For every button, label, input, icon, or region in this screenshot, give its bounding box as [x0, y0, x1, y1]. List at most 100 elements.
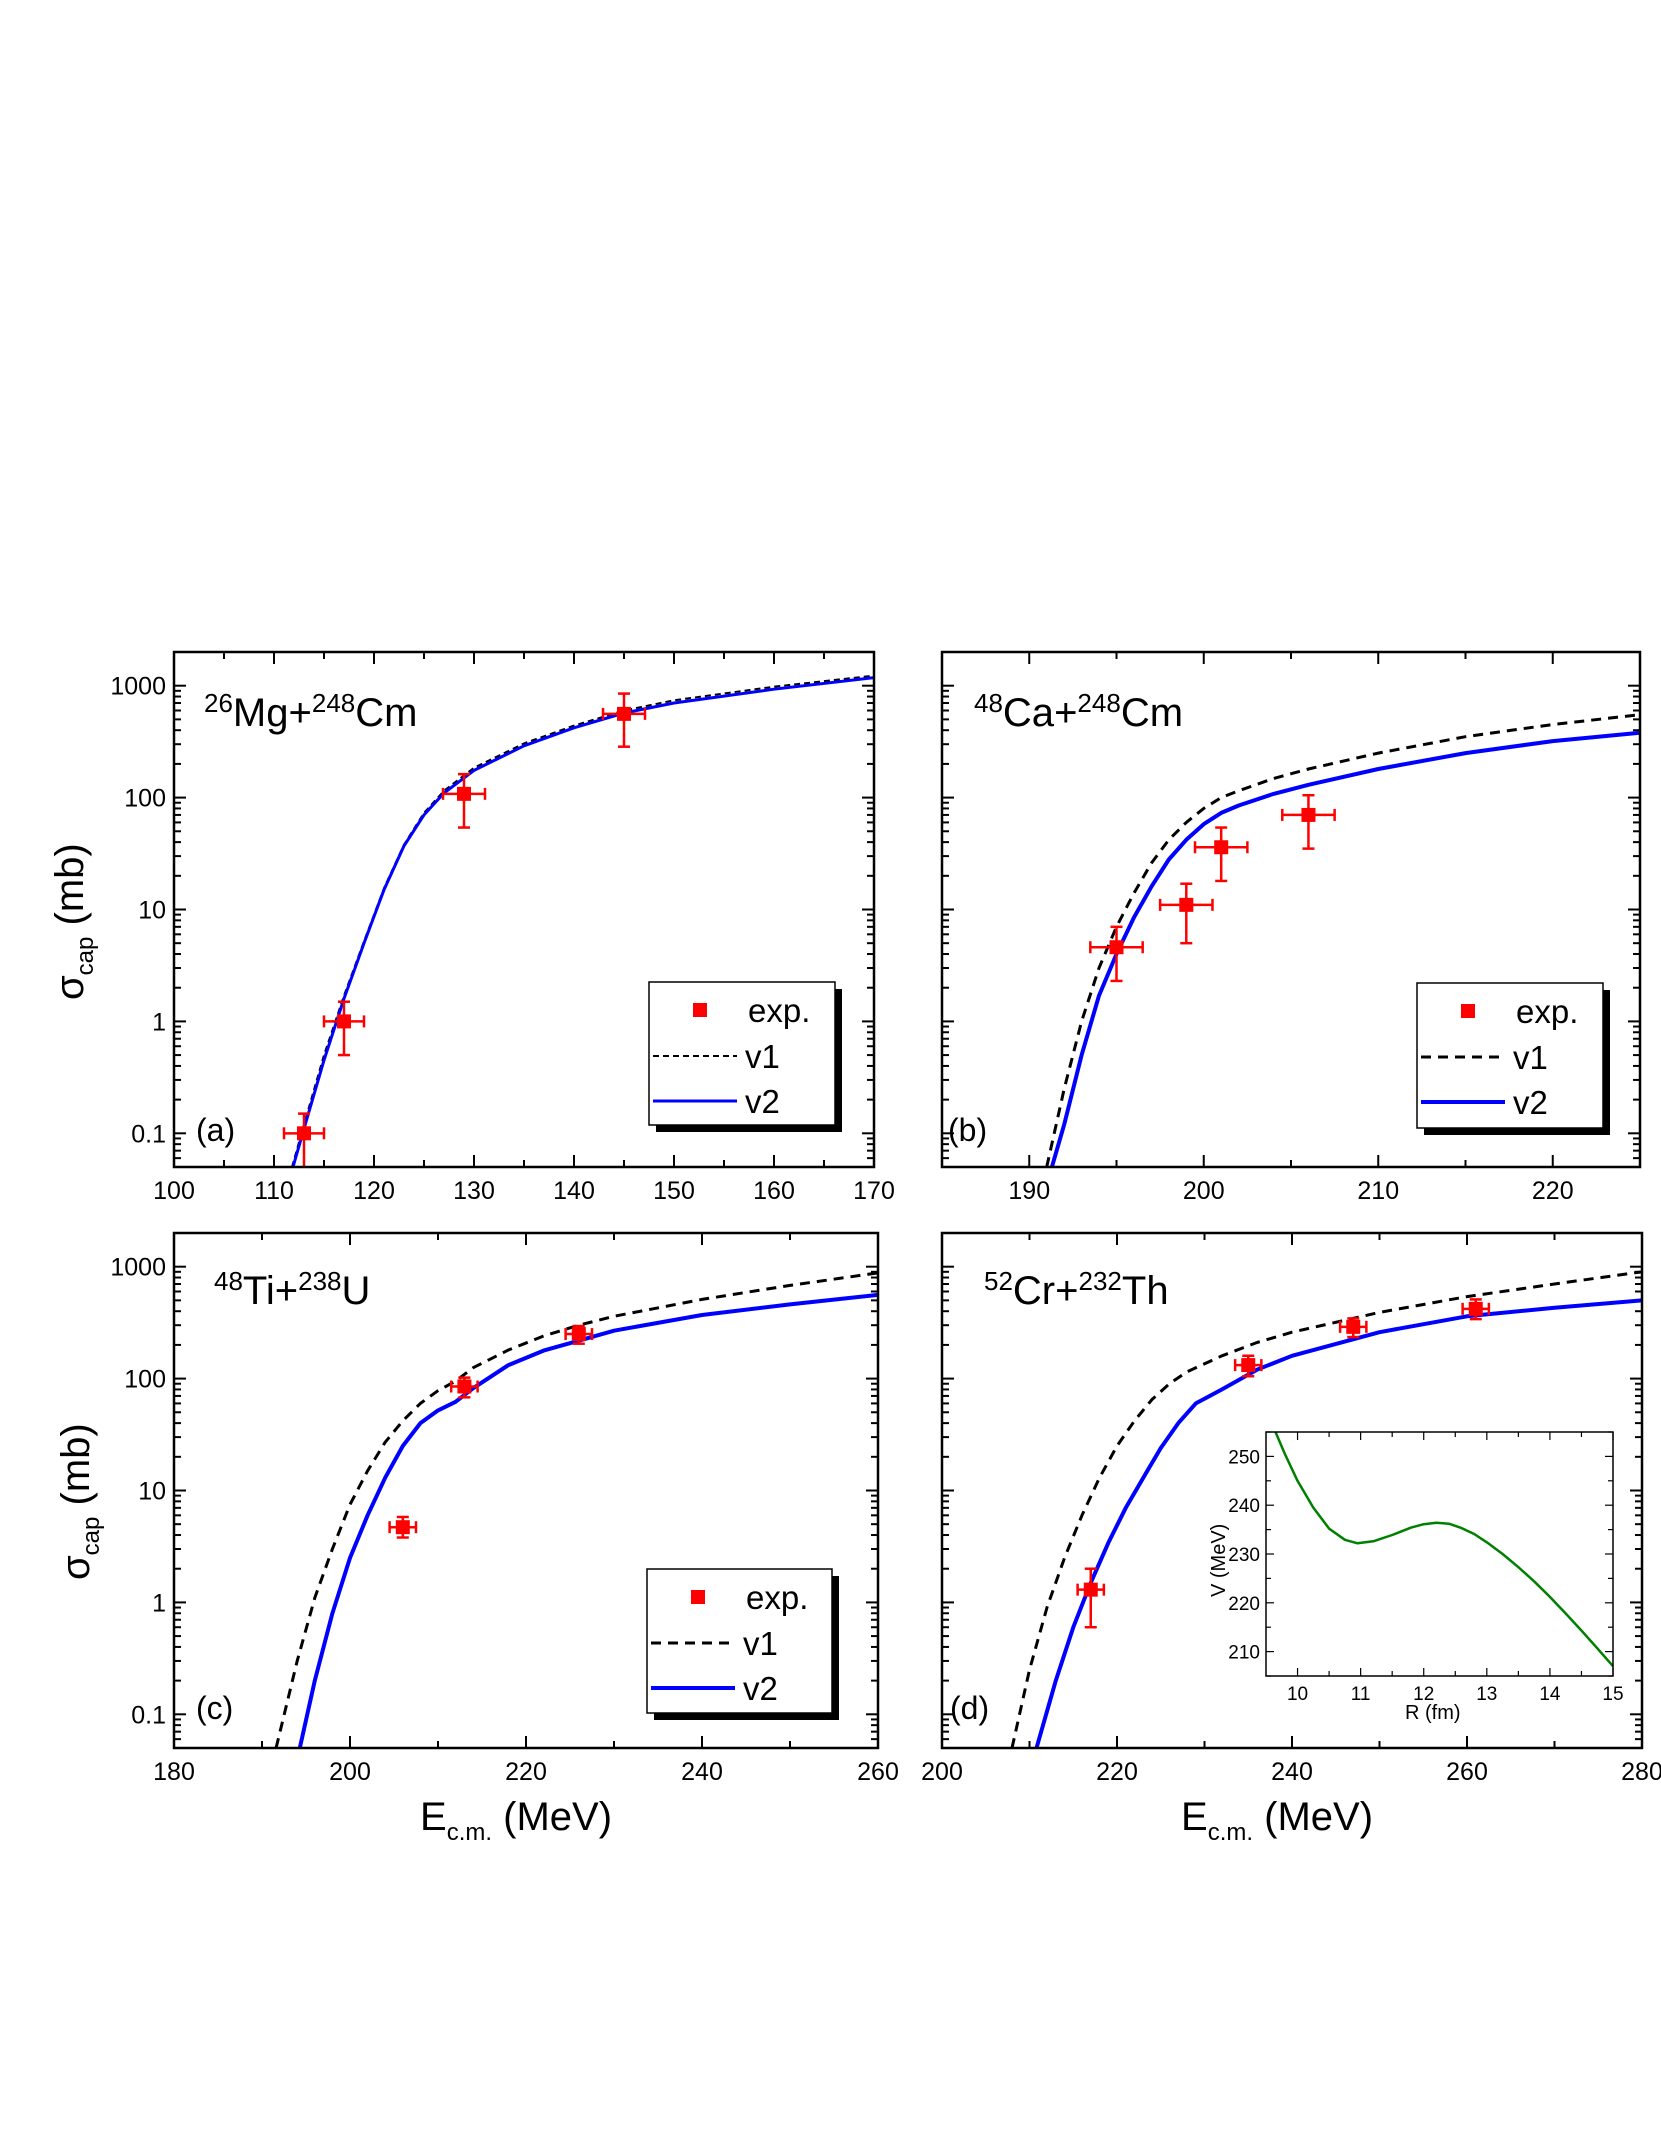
- exp-data-point: [1301, 807, 1316, 822]
- mass-number: 48: [214, 1266, 243, 1296]
- subscript: cap: [72, 936, 99, 976]
- plus-sign: +: [1054, 691, 1078, 735]
- sigma-symbol: σ: [54, 1555, 98, 1580]
- curves: [274, 1271, 878, 1748]
- x-tick-label: 200: [1183, 1177, 1225, 1205]
- target: U: [341, 1269, 371, 1313]
- plot-frame: [940, 650, 1642, 1169]
- x-tick-label: 110: [254, 1177, 294, 1205]
- y-tick-label: 100: [124, 1366, 166, 1394]
- exp-points: [388, 1324, 594, 1539]
- inset-y-tick-label: 220: [1228, 1594, 1260, 1615]
- v2-curve: [1034, 1298, 1642, 1748]
- unit: (mb): [48, 843, 92, 937]
- projectile: Ca: [1002, 691, 1055, 735]
- projectile: Ti: [242, 1269, 275, 1313]
- legend-exp-marker: [691, 1590, 705, 1604]
- target: Cm: [355, 691, 418, 735]
- inset-y-label: V (MeV): [1208, 1523, 1230, 1597]
- v1-curve: [1010, 1270, 1642, 1748]
- x-tick-label: 170: [853, 1177, 895, 1205]
- system-label-b: 48Ca+248Cm: [974, 690, 1183, 733]
- exp-points: [282, 692, 647, 1167]
- y-axis-title-top: σcap (mb): [48, 843, 99, 1000]
- x-tick-label: 120: [353, 1177, 395, 1205]
- mass-number: 248: [311, 688, 356, 718]
- legend-exp-label: exp.: [746, 1579, 808, 1616]
- plus-sign: +: [274, 1269, 299, 1313]
- y-tick-label: 10: [138, 1478, 166, 1506]
- exp-data-point: [297, 1126, 311, 1141]
- y-tick-label: 10: [138, 897, 166, 925]
- energy-symbol: E: [420, 1795, 447, 1839]
- legend-exp-marker: [1461, 1004, 1475, 1018]
- y-tick-label: 1: [152, 1008, 166, 1036]
- subscript: c.m.: [1207, 1819, 1254, 1846]
- x-tick-label: 220: [1096, 1758, 1138, 1786]
- x-tick-label: 210: [1357, 1177, 1399, 1205]
- curves: [1045, 713, 1640, 1167]
- exp-data-point: [1179, 897, 1194, 912]
- energy-symbol: E: [1181, 1795, 1208, 1839]
- system-label-c: 48Ti+238U: [214, 1268, 370, 1311]
- legend: exp. v1 v2: [1416, 982, 1610, 1135]
- mass-number: 232: [1078, 1266, 1122, 1296]
- x-tick-label: 280: [1621, 1758, 1661, 1786]
- mass-number: 248: [1077, 688, 1121, 718]
- panel-letter-b: (b): [948, 1112, 988, 1148]
- inset-x-tick-label: 11: [1351, 1684, 1371, 1705]
- legend-v2-label: v2: [743, 1670, 778, 1707]
- exp-data-point: [457, 786, 471, 801]
- y-axis-title-bottom: σcap (mb): [54, 1423, 105, 1580]
- potential-curve: [1274, 1431, 1614, 1668]
- exp-data-point: [1346, 1319, 1361, 1334]
- inset-y-tick-label: 210: [1228, 1643, 1260, 1664]
- v1-curve: [274, 1271, 878, 1748]
- unit: (MeV): [1253, 1795, 1374, 1839]
- exp-data-point: [571, 1327, 586, 1342]
- exp-data-point: [1214, 840, 1229, 855]
- v2-curve: [291, 676, 874, 1167]
- legend-v1-label: v1: [1513, 1039, 1548, 1076]
- inset-background: [1266, 1432, 1613, 1676]
- legend-v2-label: v2: [1513, 1084, 1548, 1121]
- unit: (MeV): [492, 1795, 613, 1839]
- target: Th: [1121, 1269, 1169, 1313]
- x-tick-label: 220: [505, 1758, 547, 1786]
- y-tick-label: 0.1: [131, 1701, 166, 1729]
- unit: (mb): [54, 1423, 98, 1517]
- x-tick-label: 140: [553, 1177, 595, 1205]
- panel-letter-d: (d): [950, 1690, 990, 1726]
- v1-curve: [1045, 713, 1640, 1167]
- x-tick-label: 200: [921, 1758, 963, 1786]
- inset-x-tick-label: 13: [1476, 1684, 1497, 1705]
- legend-exp-label: exp.: [748, 992, 810, 1029]
- projectile: Cr: [1012, 1269, 1056, 1313]
- plot-frame: [172, 1231, 880, 1750]
- plot-frame: [172, 650, 876, 1169]
- system-label-a: 26Mg+248Cm: [204, 690, 417, 733]
- exp-data-point: [457, 1379, 472, 1394]
- x-tick-label: 190: [1008, 1177, 1050, 1205]
- exp-data-point: [617, 706, 631, 721]
- x-tick-label: 240: [1271, 1758, 1313, 1786]
- mass-number: 238: [298, 1266, 342, 1296]
- curves: [291, 674, 874, 1167]
- y-tick-label: 1000: [110, 673, 166, 701]
- x-tick-label: 180: [153, 1758, 195, 1786]
- x-axis-title-left: Ec.m. (MeV): [420, 1797, 612, 1845]
- x-axis-title-right: Ec.m. (MeV): [1181, 1797, 1373, 1845]
- y-tick-label: 100: [124, 785, 166, 813]
- legend-exp-label: exp.: [1516, 993, 1578, 1030]
- panel-letter-a: (a): [196, 1112, 236, 1148]
- legend-v1-label: v1: [745, 1038, 780, 1075]
- inset-x-tick-label: 15: [1602, 1684, 1623, 1705]
- inset-frame: [1265, 1431, 1614, 1677]
